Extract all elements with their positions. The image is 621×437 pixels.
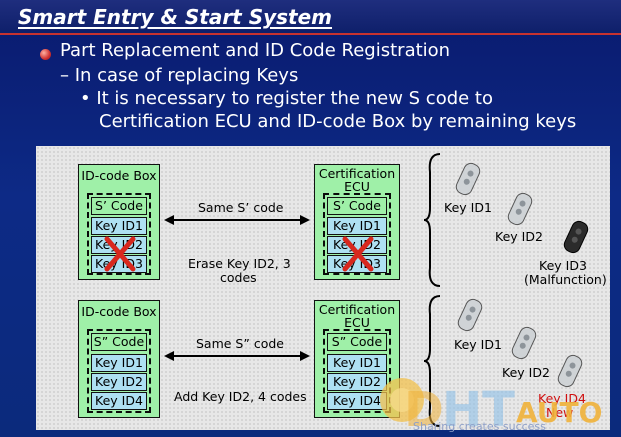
key-id-cell: Key ID1 <box>91 217 147 235</box>
key-label: Key ID2 <box>502 365 550 380</box>
logo-text: AUTO <box>516 396 602 429</box>
erase-label-line2: codes <box>220 270 257 285</box>
certification-ecu-top: Certification ECU S’ Code Key ID1 Key ID… <box>314 164 400 280</box>
brace-icon <box>423 295 441 427</box>
s-code-cell: S” Code <box>91 333 147 351</box>
sub-bullet-2-line1: • It is necessary to register the new S … <box>80 88 494 109</box>
key-label: Key ID2 <box>495 229 543 244</box>
erase-cross-icon <box>342 236 374 272</box>
smart-key-icon <box>507 192 533 226</box>
s-code-cell: S’ Code <box>327 197 387 215</box>
arrow-label: Same S’ code <box>198 200 284 215</box>
erase-label-line1: Erase Key ID2, 3 <box>188 256 291 271</box>
svg-text:HT: HT <box>442 382 515 436</box>
title-underline-rule <box>0 33 621 35</box>
key-id-cell: Key ID1 <box>327 217 387 235</box>
ecu-title-line2: ECU <box>344 179 370 194</box>
smart-key-icon <box>455 162 481 196</box>
s-code-cell: S” Code <box>327 333 387 351</box>
key-label: Key ID1 <box>454 337 502 352</box>
certification-ecu-bottom: Certification ECU S” Code Key ID1 Key ID… <box>314 300 400 418</box>
bullet-icon <box>40 49 51 60</box>
key-id-cell: Key ID1 <box>91 354 147 372</box>
malfunction-label: (Malfunction) <box>524 272 607 287</box>
ecu-title-line2: ECU <box>344 315 370 330</box>
sub-bullet-2-line2: Certification ECU and ID-code Box by rem… <box>99 111 577 132</box>
footer-slogan: Sharing creates success <box>413 420 546 433</box>
erase-cross-icon <box>104 236 136 272</box>
brace-icon <box>423 153 441 287</box>
id-code-box-bottom: ID-code Box S” Code Key ID1 Key ID2 Key … <box>78 300 160 418</box>
svg-text:D: D <box>404 382 444 436</box>
smart-key-icon <box>511 326 537 360</box>
key-label-new: Key ID4 <box>538 391 586 406</box>
key-id-cell: Key ID2 <box>327 373 387 391</box>
slide-title: Smart Entry & Start System <box>18 5 333 29</box>
double-arrow-icon <box>164 215 310 225</box>
id-code-box-title: ID-code Box <box>81 304 157 319</box>
id-code-box-title: ID-code Box <box>81 168 157 183</box>
sub-bullet-1: – In case of replacing Keys <box>60 65 299 86</box>
key-label: Key ID1 <box>444 200 492 215</box>
new-label: New <box>546 405 574 420</box>
arrow-label: Same S” code <box>196 336 284 351</box>
bullet-heading: Part Replacement and ID Code Registratio… <box>60 40 451 61</box>
key-label: Key ID3 <box>539 258 587 273</box>
id-code-box-top: ID-code Box S’ Code Key ID1 Key ID2 Key … <box>78 164 160 280</box>
key-id-cell: Key ID2 <box>91 373 147 391</box>
title-bar <box>0 0 621 34</box>
double-arrow-icon <box>164 351 310 361</box>
dashed-group <box>323 193 391 275</box>
diagram-panel: ID-code Box S’ Code Key ID1 Key ID2 Key … <box>36 146 610 430</box>
smart-key-icon <box>457 298 483 332</box>
dashed-group <box>87 193 151 275</box>
malfunction-key-icon <box>563 220 589 254</box>
new-smart-key-icon <box>557 354 583 388</box>
auto-logo-watermark: D HT AUTO <box>380 378 602 436</box>
add-label: Add Key ID2, 4 codes <box>174 389 307 404</box>
key-id-cell: Key ID4 <box>327 392 387 410</box>
ecu-title-line1: Certification <box>318 302 396 317</box>
dashed-group <box>87 329 151 413</box>
key-id-cell: Key ID4 <box>91 392 147 410</box>
key-id-cell: Key ID1 <box>327 354 387 372</box>
s-code-cell: S’ Code <box>91 197 147 215</box>
ecu-title-line1: Certification <box>318 166 396 181</box>
dashed-group <box>323 329 391 413</box>
